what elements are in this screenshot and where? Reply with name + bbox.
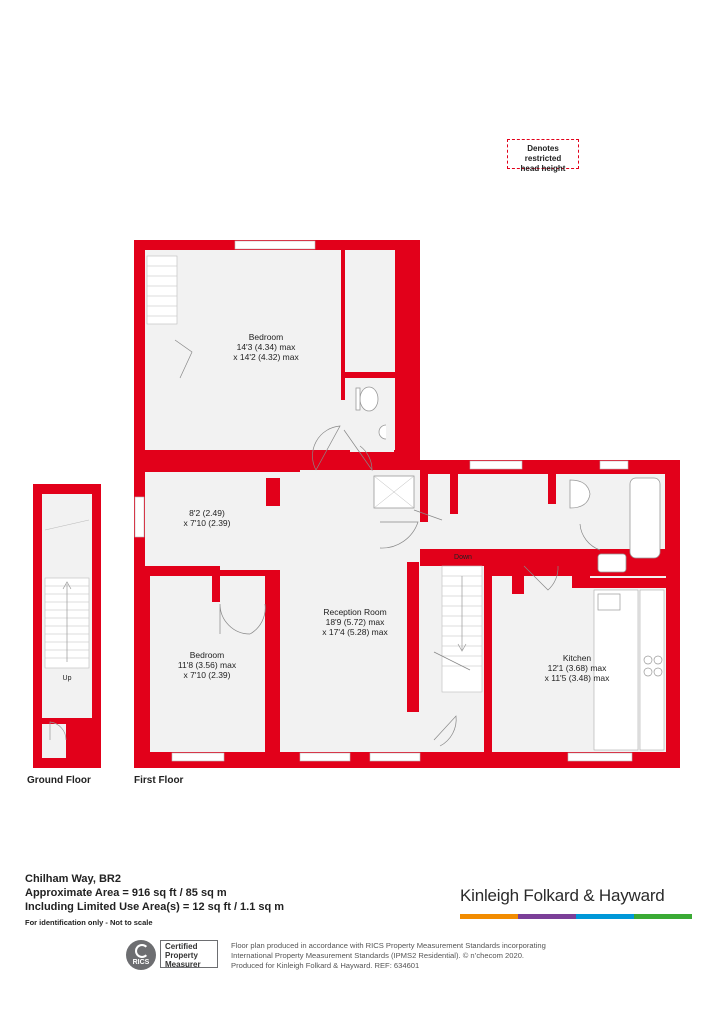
- approximate-area: Approximate Area = 916 sq ft / 85 sq m: [25, 887, 227, 899]
- bathroom-door: [579, 523, 601, 551]
- brand-colour-bar: [460, 914, 692, 919]
- reception-dimension-1: 18'9 (5.72) max: [326, 617, 386, 627]
- wc-basin: [378, 424, 387, 440]
- property-address: Chilham Way, BR2: [25, 873, 121, 885]
- agency-name: Kinleigh Folkard & Hayward: [460, 886, 665, 905]
- bedroom1-name: Bedroom: [249, 332, 284, 342]
- cupboard-door: [174, 339, 193, 379]
- ground-handrail: [44, 519, 90, 531]
- property-info: Chilham Way, BR2 Approximate Area = 916 …: [25, 872, 425, 927]
- bathroom-basin: [597, 553, 627, 573]
- bedroom-stair-bulkhead: [146, 255, 178, 325]
- reception-name: Reception Room: [323, 607, 386, 617]
- kitchen-dimension-2: x 11'5 (3.48) max: [545, 673, 611, 683]
- stair-door: [433, 715, 457, 747]
- door-swings: [174, 339, 601, 747]
- bedroom2-floor: [150, 576, 265, 752]
- first-floor-rooms: [145, 250, 666, 752]
- hob-ring: [653, 667, 663, 677]
- ground-floor-entrance: [42, 724, 66, 758]
- ground-floor-label: Ground Floor: [27, 775, 91, 786]
- agency-brand: Kinleigh Folkard & Hayward: [460, 886, 692, 919]
- wc-toilet: [359, 386, 379, 412]
- hob-ring: [643, 655, 653, 665]
- rics-line-2: Property: [165, 951, 198, 960]
- limited-use-area: Including Limited Use Area(s) = 12 sq ft…: [25, 901, 285, 913]
- disclaimer-line-3: Produced for Kinleigh Folkard & Hayward.…: [231, 961, 420, 970]
- windows: [134, 240, 633, 762]
- ground-stair-arrowhead: [62, 581, 72, 590]
- stair-up-label: Up: [63, 675, 72, 682]
- stair-down-label: Down: [454, 554, 472, 561]
- landing-door: [379, 521, 419, 549]
- measurement-disclaimer: Floor plan produced in accordance with R…: [231, 941, 591, 971]
- stair-handrail: [433, 651, 471, 671]
- bathtub: [629, 477, 661, 559]
- legend-line-1: Denotes restricted: [524, 144, 562, 163]
- bathroom-fixtures: [350, 380, 661, 573]
- kitchen-fittings: [593, 589, 665, 751]
- hall-floor: [420, 474, 665, 549]
- kitchen-dimension-1: 12'1 (3.68) max: [548, 663, 608, 673]
- ground-floor-plan: [33, 484, 101, 768]
- legend-line-2: head height: [520, 164, 566, 173]
- rics-logo-icon: RICS: [126, 940, 156, 970]
- restricted-height-legend: Denotes restricted head height: [507, 139, 579, 173]
- stair-down-arrowhead: [457, 643, 467, 652]
- rics-badge: RICS Certified Property Measurer: [126, 940, 221, 970]
- brand-bar-orange: [460, 914, 518, 919]
- brand-bar-blue: [576, 914, 634, 919]
- ground-front-door: [49, 721, 67, 741]
- disclaimer-line-1: Floor plan produced in accordance with R…: [231, 941, 546, 950]
- wc-door: [343, 429, 373, 472]
- bedroom2-door-b: [249, 603, 266, 635]
- bedroom2-name: Bedroom: [190, 650, 225, 660]
- kitchen-door: [523, 565, 559, 591]
- landing-dimension-2: x 7'10 (2.39): [184, 518, 231, 528]
- partition-walls: [134, 250, 666, 758]
- rics-line-1: Certified: [165, 942, 198, 951]
- bedroom1-dimension-1: 14'3 (4.34) max: [237, 342, 297, 352]
- first-floor-stairs: [441, 565, 483, 693]
- landing-dimension-1: 8'2 (2.49): [189, 508, 225, 518]
- identification-note: For identification only - Not to scale: [25, 918, 153, 927]
- kitchen-name: Kitchen: [563, 653, 592, 663]
- bedroom1-door: [312, 425, 341, 471]
- hob-ring: [653, 655, 663, 665]
- reception-floor: [280, 470, 420, 752]
- room-labels: Bedroom 14'3 (4.34) max x 14'2 (4.32) ma…: [63, 332, 611, 683]
- brand-bar-purple: [518, 914, 576, 919]
- rics-certification: Certified Property Measurer: [160, 940, 218, 969]
- kitchen-sink: [597, 593, 621, 611]
- bedroom2-door-a: [219, 603, 251, 635]
- reception-dimension-2: x 17'4 (5.28) max: [322, 627, 388, 637]
- bedroom2-dimension-1: 11'8 (3.56) max: [178, 660, 237, 670]
- bedroom2-dimension-2: x 7'10 (2.39): [184, 670, 231, 680]
- brand-bar-green: [634, 914, 692, 919]
- bedroom1-dimension-2: x 14'2 (4.32) max: [233, 352, 299, 362]
- bathroom-toilet: [569, 479, 591, 509]
- disclaimer-line-2: International Property Measurement Stand…: [231, 951, 525, 960]
- rics-line-3: Measurer: [165, 960, 201, 969]
- first-floor-label: First Floor: [134, 775, 184, 786]
- hob-ring: [643, 667, 653, 677]
- shower-screen: [413, 509, 443, 521]
